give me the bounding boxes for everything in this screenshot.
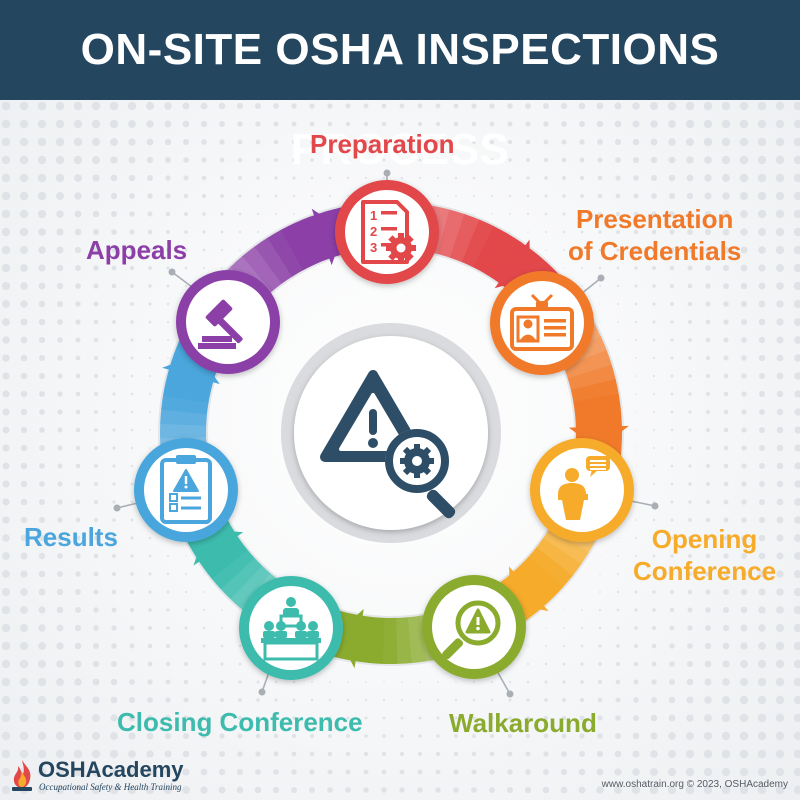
flame-logo-icon [12,760,32,791]
cycle-arrowhead [162,354,220,385]
step-nodes: 123 [134,180,634,680]
step-label-line: Walkaround [449,708,597,738]
page-title: ON-SITE OSHA INSPECTIONS PROCESS [80,25,720,174]
gavel-icon [198,299,243,349]
step-label-walkaround: Walkaround [449,707,597,739]
step-label-line: Results [24,522,118,552]
id-badge-icon [510,293,574,351]
svg-text:2: 2 [370,224,377,239]
svg-text:3: 3 [370,240,377,255]
clipboard-report-icon [160,455,212,524]
cycle-arrowhead [311,208,344,266]
step-node-walkaround [422,575,526,679]
cycle-arrowhead [508,566,549,612]
step-label-line: Closing Conference [117,707,363,737]
numbered-list-gear-icon: 123 [361,200,416,264]
meeting-table-icon [261,597,321,661]
svg-text:1: 1 [370,208,377,223]
osha-academy-logo: OSHAcademy Occupational Safety & Health … [8,758,184,794]
step-label-line: Appeals [86,235,188,265]
title-banner [0,0,800,100]
step-label-appeals: Appeals [86,234,187,266]
step-label-line: Presentation [575,204,734,234]
footer-credit: www.oshatrain.org © 2023, OSHAcademy [601,779,788,790]
cycle-arrowhead [568,425,629,450]
step-node-appeals [176,270,280,374]
dot-pattern-background [1,101,800,795]
logo-tagline: Occupational Safety & Health Training [39,782,182,792]
step-node-presentation-of-credentials [490,271,594,375]
magnifier-warning-icon [442,600,501,660]
step-label-line: Conference [633,556,777,586]
step-label-closing-conference: Closing Conference [117,706,363,738]
step-label-results: Results [24,521,118,553]
step-label-line: Preparation [310,129,455,159]
step-label-line: Opening [651,524,758,554]
step-label-opening-conference: Opening Conference [633,523,776,587]
cycle-arrowhead [193,529,244,566]
warning-magnifier-gear-icon [320,370,456,519]
logo-wordmark: OSHAcademy [38,757,184,782]
speaker-podium-icon [558,456,610,520]
cycle-arrowhead [336,608,364,669]
step-label-preparation: Preparation [310,128,455,160]
step-label-presentation-of-credentials: Presentation of Credentials [568,203,741,267]
step-label-line: of Credentials [568,236,742,266]
step-node-results [134,438,238,542]
step-node-preparation: 123 [335,180,439,284]
step-node-closing-conference [239,576,343,680]
step-node-opening-conference [530,438,634,542]
